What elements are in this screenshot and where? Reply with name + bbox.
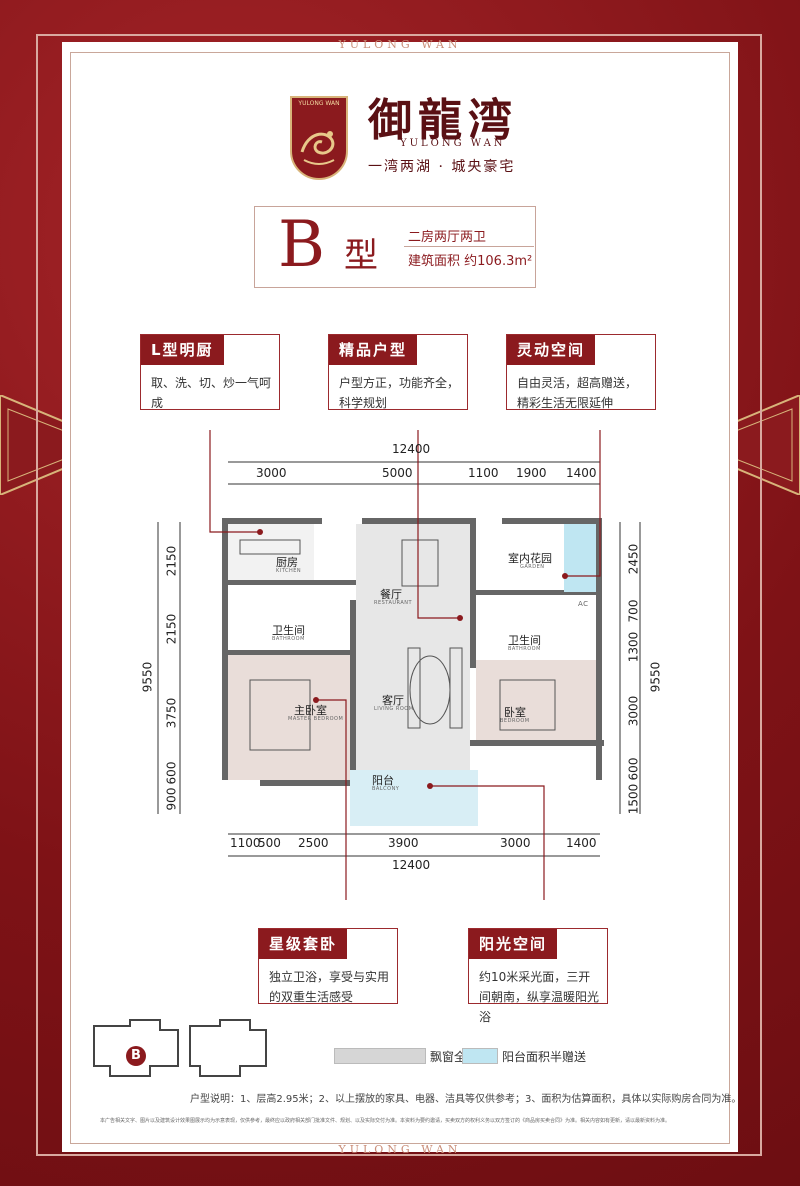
unit-divider [404, 246, 534, 247]
logo-slogan: 一湾两湖 · 城央豪宅 [368, 159, 516, 175]
dim-top-seg: 1100 [468, 466, 499, 480]
callout-title: 灵动空间 [507, 335, 596, 365]
room-bath1-en: BATHROOM [272, 636, 305, 642]
brand-bottom: YULONG WAN [338, 1143, 462, 1156]
unit-type-letter: B [278, 208, 326, 282]
room-balcony-en: BALCONY [372, 786, 400, 792]
inner-border [70, 52, 730, 1144]
keyplan-marker: B [131, 1048, 141, 1063]
room-living: 客厅 [382, 694, 404, 707]
callout-space: 灵动空间 自由灵活，超高赠送，精彩生活无限延伸 [506, 334, 656, 410]
key-plan [93, 1019, 267, 1077]
dim-right-seg: 1300 [626, 631, 641, 663]
dim-right-seg: 700 [626, 599, 641, 623]
dim-left-total: 9550 [140, 661, 155, 693]
callout-layout: 精品户型 户型方正，功能齐全，科学规划 [328, 334, 468, 410]
room-bedroom: 卧室 [504, 706, 526, 719]
callout-kitchen: L型明厨 取、洗、切、炒一气呵成 [140, 334, 280, 410]
legend-label: 阳台面积半赠送 [502, 1050, 587, 1064]
callout-title: L型明厨 [141, 335, 224, 365]
logo-shield-text: YULONG WAN [298, 100, 340, 107]
room-kitchen-en: KITCHEN [276, 568, 302, 574]
room-balcony: 阳台 [372, 774, 394, 787]
legend-swatch-balcony [462, 1048, 498, 1064]
dragon-icon [300, 131, 335, 165]
dim-left-seg: 600 [164, 761, 179, 785]
dim-bottom-seg: 1400 [566, 836, 597, 850]
callout-title: 精品户型 [329, 335, 418, 365]
dim-right-seg: 600 [626, 757, 641, 781]
room-kitchen: 厨房 [276, 556, 298, 569]
room-bath2-en: BATHROOM [508, 646, 541, 652]
callout-master: 星级套卧 独立卫浴，享受与实用的双重生活感受 [258, 928, 398, 1004]
brand-top: YULONG WAN [338, 38, 462, 51]
callout-body: 取、洗、切、炒一气呵成 [151, 376, 272, 410]
unit-notes: 户型说明：1、层高2.95米；2、以上摆放的家具、电器、洁具等仅供参考；3、面积… [190, 1094, 742, 1105]
room-bath1: 卫生间 [272, 624, 305, 637]
disclaimer: 本广告相关文字、图片以及建筑设计效果图展示均为示意表现，仅供参考，最终应以政府相… [100, 1118, 671, 1124]
dim-right-total: 9550 [648, 661, 663, 693]
dim-bottom-seg: 500 [258, 836, 281, 850]
dim-bottom-seg: 2500 [298, 836, 329, 850]
logo-shield: YULONG WAN [290, 96, 348, 180]
ac-label: AC [578, 600, 589, 608]
logo-title: 御龍湾 [368, 95, 518, 146]
unit-type-suffix: 型 [344, 236, 378, 276]
left-ornament [0, 395, 120, 495]
right-ornament [680, 395, 800, 495]
room-master: 主卧室 [294, 704, 327, 717]
callout-body: 约10米采光面，三开间朝南，纵享温暖阳光浴 [479, 970, 600, 1024]
room-dining: 餐厅 [380, 588, 402, 601]
legend-swatch-window [334, 1048, 426, 1064]
dim-top-seg: 1400 [566, 466, 597, 480]
callout-body: 自由灵活，超高赠送，精彩生活无限延伸 [517, 376, 638, 410]
room-bath2: 卫生间 [508, 634, 541, 647]
dim-left-seg: 2150 [164, 545, 179, 577]
unit-rooms: 二房两厅两卫 [408, 230, 487, 245]
dim-top-seg: 5000 [382, 466, 413, 480]
room-garden: 室内花园 [508, 552, 552, 565]
callout-sun: 阳光空间 约10米采光面，三开间朝南，纵享温暖阳光浴 [468, 928, 608, 1024]
room-living-en: LIVING ROOM [374, 706, 414, 712]
outer-border [36, 34, 762, 1156]
unit-area: 建筑面积 约106.3m² [408, 254, 533, 269]
dim-right-seg: 1500 [626, 783, 641, 815]
callout-body: 户型方正，功能齐全，科学规划 [339, 376, 460, 410]
unit-type-box [254, 206, 536, 288]
dim-left-seg: 3750 [164, 697, 179, 729]
room-bedroom-en: BEDROOM [500, 718, 530, 724]
dim-left-seg: 2150 [164, 613, 179, 645]
room-dining-en: RESTAURANT [374, 600, 413, 606]
floor-plan [157, 430, 641, 900]
dim-bottom-total: 12400 [392, 858, 431, 872]
callout-title: 阳光空间 [469, 929, 558, 959]
dim-right-seg: 3000 [626, 695, 641, 727]
dim-top-total: 12400 [392, 442, 431, 456]
callout-body: 独立卫浴，享受与实用的双重生活感受 [269, 970, 390, 1004]
dim-left-seg: 900 [164, 787, 179, 811]
dim-top-seg: 3000 [256, 466, 287, 480]
callout-title: 星级套卧 [259, 929, 348, 959]
logo-subtitle: YULONG WAN [400, 138, 506, 149]
dim-bottom-seg: 3000 [500, 836, 531, 850]
dim-right-seg: 2450 [626, 543, 641, 575]
dim-top-seg: 1900 [516, 466, 547, 480]
dim-bottom-seg: 1100 [230, 836, 261, 850]
dim-bottom-seg: 3900 [388, 836, 419, 850]
room-garden-en: GARDEN [520, 564, 545, 570]
room-master-en: MASTER BEDROOM [288, 716, 344, 722]
